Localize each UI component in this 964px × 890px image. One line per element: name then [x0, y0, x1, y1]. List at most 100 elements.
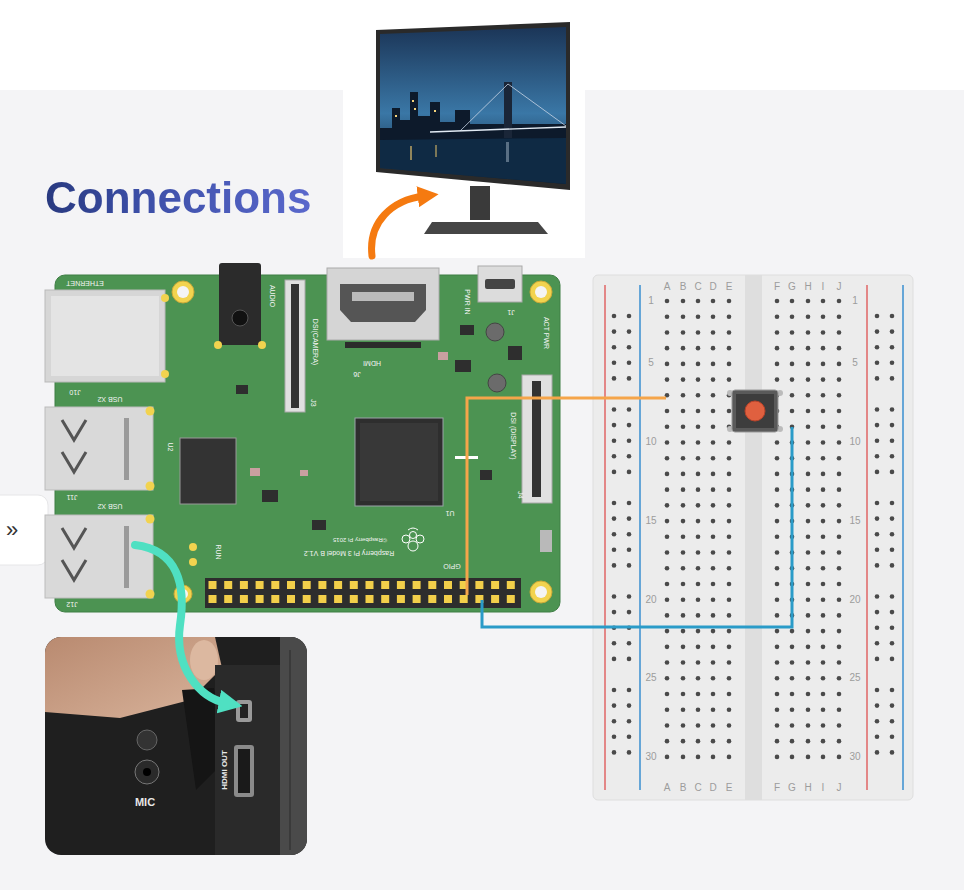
- breadboard-hole: [775, 566, 780, 571]
- breadboard-hole: [696, 660, 701, 665]
- breadboard-hole: [727, 487, 732, 492]
- breadboard-hole: [775, 299, 780, 304]
- breadboard-hole: [696, 330, 701, 335]
- breadboard-hole: [711, 314, 716, 319]
- breadboard-hole: [612, 314, 617, 319]
- breadboard-hole: [711, 503, 716, 508]
- breadboard-hole: [696, 314, 701, 319]
- breadboard-hole: [790, 330, 795, 335]
- breadboard-hole: [890, 470, 895, 475]
- breadboard-hole: [775, 597, 780, 602]
- row-number: 30: [849, 752, 860, 762]
- ethernet-port: [45, 290, 165, 382]
- breadboard-hole: [875, 625, 880, 630]
- push-button: [732, 390, 778, 432]
- breadboard-hole: [711, 692, 716, 697]
- usb-chip: [180, 438, 236, 504]
- breadboard-hole: [665, 519, 670, 524]
- column-letter: C: [694, 282, 701, 292]
- gpio-pin: [444, 595, 452, 603]
- breadboard-hole: [612, 594, 617, 599]
- breadboard-hole: [696, 692, 701, 697]
- breadboard-hole: [665, 409, 670, 414]
- breadboard-hole: [727, 645, 732, 650]
- breadboard-hole: [665, 362, 670, 367]
- breadboard-hole: [806, 472, 811, 477]
- breadboard-hole: [837, 299, 842, 304]
- breadboard-hole: [890, 719, 895, 724]
- camera-photo: [234, 745, 254, 797]
- gpio-pin: [428, 595, 436, 603]
- breadboard-hole: [821, 692, 826, 697]
- breadboard-hole: [875, 703, 880, 708]
- small-component: [312, 520, 326, 530]
- breadboard-hole: [627, 470, 632, 475]
- raspberry-logo: [402, 535, 410, 543]
- breadboard-hole: [806, 613, 811, 618]
- gpio-pin: [209, 581, 217, 589]
- breadboard-hole: [837, 613, 842, 618]
- breadboard-hole: [681, 472, 686, 477]
- breadboard-hole: [681, 660, 686, 665]
- breadboard-hole: [681, 723, 686, 728]
- breadboard-hole: [890, 750, 895, 755]
- breadboard-hole: [790, 739, 795, 744]
- port-label: DSI(CAMERA): [312, 319, 319, 365]
- mounting-hole: [177, 286, 189, 298]
- camera-photo: [238, 749, 250, 793]
- gpio-pin: [334, 595, 342, 603]
- push-button: [736, 394, 774, 428]
- breadboard-hole: [790, 314, 795, 319]
- breadboard-hole: [890, 345, 895, 350]
- breadboard-hole: [612, 501, 617, 506]
- gpio-header: [205, 578, 521, 608]
- breadboard-hole: [727, 707, 732, 712]
- breadboard-hole: [627, 735, 632, 740]
- breadboard-hole: [681, 676, 686, 681]
- screen-image: [412, 100, 414, 102]
- breadboard-hole: [806, 629, 811, 634]
- breadboard: [604, 285, 606, 790]
- breadboard-hole: [665, 582, 670, 587]
- breadboard-hole: [627, 641, 632, 646]
- breadboard-hole: [837, 487, 842, 492]
- breadboard-hole: [696, 393, 701, 398]
- breadboard-hole: [890, 438, 895, 443]
- gpio-pin: [240, 595, 248, 603]
- breadboard-hole: [727, 739, 732, 744]
- breadboard-hole: [790, 660, 795, 665]
- hdmi-port: [327, 268, 439, 340]
- power-port: [485, 279, 515, 289]
- breadboard-hole: [837, 676, 842, 681]
- gpio-pin: [366, 595, 374, 603]
- breadboard-hole: [890, 688, 895, 693]
- breadboard-hole: [837, 582, 842, 587]
- breadboard-hole: [681, 707, 686, 712]
- breadboard-hole: [665, 613, 670, 618]
- breadboard-hole: [681, 692, 686, 697]
- camera-photo: [280, 637, 307, 855]
- row-number: 20: [645, 595, 656, 605]
- breadboard-hole: [627, 548, 632, 553]
- breadboard-hole: [627, 407, 632, 412]
- camera-label: HDMI OUT: [221, 750, 229, 790]
- breadboard-hole: [711, 424, 716, 429]
- part-label: J3: [310, 399, 317, 406]
- breadboard-hole: [665, 676, 670, 681]
- breadboard-hole: [681, 597, 686, 602]
- column-letter: B: [680, 783, 687, 793]
- breadboard-hole: [627, 345, 632, 350]
- breadboard-hole: [775, 582, 780, 587]
- ethernet-port: [161, 294, 169, 302]
- breadboard-hole: [681, 424, 686, 429]
- usb-port: [146, 407, 155, 416]
- breadboard-hole: [612, 548, 617, 553]
- breadboard-hole: [711, 377, 716, 382]
- breadboard-hole: [727, 409, 732, 414]
- breadboard-hole: [727, 613, 732, 618]
- breadboard-hole: [890, 361, 895, 366]
- ethernet-port: [51, 296, 159, 376]
- small-component: [236, 385, 248, 394]
- gpio-pin: [318, 581, 326, 589]
